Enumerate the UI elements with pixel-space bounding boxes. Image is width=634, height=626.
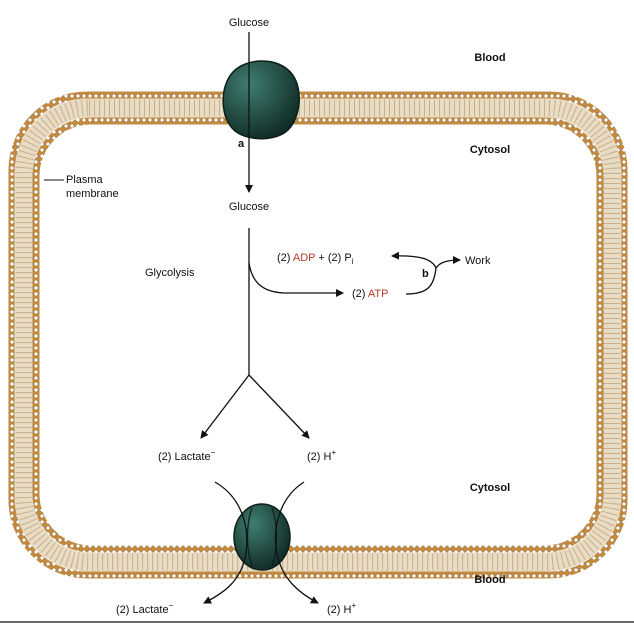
- membrane-outer-leaflet: [8, 91, 628, 579]
- membrane-tail-region: [14, 98, 622, 572]
- membrane-label-line2: membrane: [66, 188, 119, 200]
- atp-label: ATP: [368, 288, 389, 300]
- work-label: Work: [465, 255, 491, 267]
- glucose-blood-label: Glucose: [229, 17, 269, 29]
- adp-to-atp-arrow: [248, 262, 344, 297]
- regenerate-adp-arrow: [391, 251, 437, 269]
- lactate-proton-cotransporter-icon: [233, 503, 291, 571]
- cytosol-bottom-label: Cytosol: [470, 482, 510, 494]
- branch-to-proton-arrow: [248, 374, 310, 439]
- plasma-membrane: [8, 91, 628, 579]
- atp-hydrolysis-arrow: [405, 267, 437, 295]
- branch-to-lactate-arrow: [200, 374, 250, 439]
- proton-blood-label: (2) H+: [327, 601, 356, 616]
- proton-export-arrow: [275, 481, 319, 604]
- membrane-tail-lines: [15, 99, 621, 571]
- atp-label-group: (2) ATP: [352, 288, 388, 300]
- proton-cytosol-label: (2) H+: [307, 448, 336, 463]
- glucose-transporter-icon: [222, 60, 300, 140]
- energy-to-work-arrow: [435, 256, 461, 269]
- lactate-blood-label: (2) Lactate−: [116, 601, 174, 616]
- glucose-cytosol-label: Glucose: [229, 201, 269, 213]
- cytosol-top-label: Cytosol: [470, 144, 510, 156]
- lactate-export-arrow: [203, 481, 248, 604]
- adp-pi-label: (2) ADP + (2) Pi: [277, 252, 354, 266]
- lactate-cytosol-label: (2) Lactate−: [158, 448, 216, 463]
- blood-top-label: Blood: [474, 52, 505, 64]
- membrane-inner-leaflet: [32, 117, 604, 553]
- glycolysis-label: Glycolysis: [145, 267, 195, 279]
- adp-label: ADP: [293, 252, 315, 264]
- membrane-label-line1: Plasma: [66, 174, 104, 186]
- step-b-label: b: [422, 268, 429, 280]
- step-a-label: a: [238, 138, 245, 150]
- blood-bottom-label: Blood: [474, 574, 505, 586]
